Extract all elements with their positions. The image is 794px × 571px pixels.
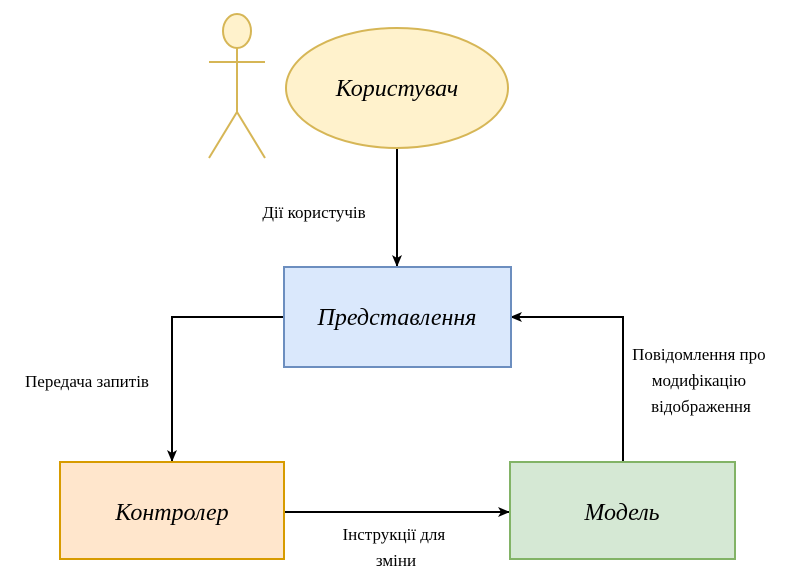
node-controller xyxy=(59,461,285,560)
node-model xyxy=(509,461,736,560)
actor-icon xyxy=(208,13,266,159)
edge-label-instructions: Інструкції для зміни xyxy=(343,525,450,570)
node-view xyxy=(283,266,512,368)
edge-label-notification: Повідомлення про модифікацію відображенн… xyxy=(632,345,770,416)
node-user xyxy=(285,27,509,149)
node-controller-label: Контролер xyxy=(114,500,228,526)
edge-label-user-actions: Дії користучів xyxy=(262,203,365,222)
edge-view-to-controller xyxy=(167,316,284,462)
node-view-label: Представлення xyxy=(317,305,477,331)
edge-model-to-view xyxy=(510,312,624,461)
node-user-label: Користувач xyxy=(335,76,458,102)
edge-label-request-passing: Передача запитів xyxy=(25,372,149,391)
connectors xyxy=(167,148,624,517)
node-model-label: Модель xyxy=(583,500,659,526)
